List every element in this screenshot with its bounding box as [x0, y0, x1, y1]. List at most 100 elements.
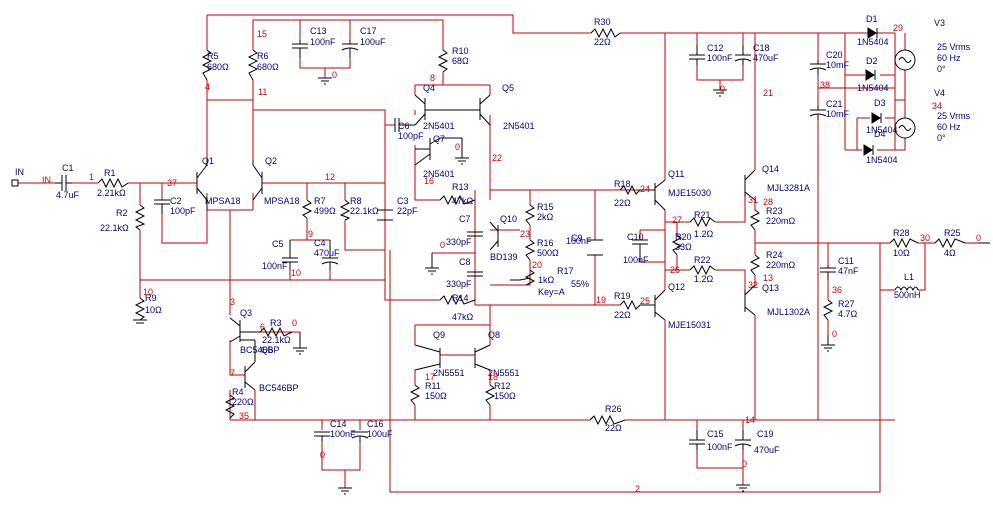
resistor-r15: [524, 204, 536, 226]
net-label: 14: [745, 415, 755, 425]
resistor-r18: [619, 184, 641, 196]
label-c6v: 100pF: [398, 131, 424, 141]
net-label: 6: [260, 322, 265, 332]
label-r5v: 680Ω: [207, 62, 229, 72]
label-r18: R18: [614, 179, 631, 189]
label-q3m: BC546BP: [240, 345, 280, 355]
label-r28: R28: [893, 228, 910, 238]
label-q10m: BD139: [490, 252, 518, 262]
label-r26v: 22Ω: [605, 423, 622, 433]
net-label: 19: [596, 295, 606, 305]
resistor-r16: [524, 239, 536, 261]
net-label: 36: [832, 285, 842, 295]
resistor-r10: [437, 49, 449, 73]
label-q12: Q12: [668, 282, 685, 292]
resistor-r28: [889, 237, 919, 249]
label-r14v: 47kΩ: [452, 312, 474, 322]
resistor-r1: [97, 177, 129, 189]
net-label: 31: [748, 195, 758, 205]
label-q8: Q8: [488, 330, 500, 340]
label-c19v: 470uF: [754, 445, 780, 455]
transistor-q4: [414, 94, 480, 126]
label-r25: R25: [944, 228, 961, 238]
label-c9v: 100nF: [566, 236, 592, 246]
resistor-r20: [671, 234, 683, 256]
net-label: 0: [320, 450, 325, 460]
resistor-r11: [409, 384, 421, 406]
label-r17k: Key=A: [538, 287, 565, 297]
label-r23v: 220mΩ: [766, 216, 796, 226]
label-q9: Q9: [433, 330, 445, 340]
resistor-r19: [619, 299, 641, 311]
label-c14v: 100nF: [330, 429, 356, 439]
label-r20v: 33Ω: [675, 242, 692, 252]
label-q1m: MPSA18: [205, 196, 241, 206]
label-c1v: 4.7uF: [56, 190, 80, 200]
label-l1v: 500nH: [894, 290, 921, 300]
label-q5: Q5: [502, 83, 514, 93]
label-r4v: 220Ω: [232, 397, 254, 407]
label-d4: D4: [874, 129, 886, 139]
net-label: 12: [325, 172, 335, 182]
label-d4v: 1N5404: [866, 155, 898, 165]
label-r1: R1: [104, 168, 116, 178]
label-c11: C11: [838, 256, 854, 266]
label-d3v: 1N5404: [866, 125, 898, 135]
label-r17p: 55%: [571, 279, 589, 289]
net-label: 18: [488, 372, 498, 382]
label-r25v: 4Ω: [944, 248, 956, 258]
label-c17v: 100uF: [360, 37, 386, 47]
net-label: 16: [424, 176, 434, 186]
label-q4: Q4: [423, 83, 435, 93]
label-r2: R2: [116, 208, 128, 218]
label-c21: C21: [826, 99, 843, 109]
net-label: 0: [440, 240, 445, 250]
label-r6: R6: [257, 51, 269, 61]
resistor-r3: [259, 326, 293, 338]
label-d2: D2: [866, 56, 878, 66]
label-in: IN: [15, 167, 24, 177]
label-c18v: 470uF: [753, 53, 779, 63]
label-r8: R8: [350, 196, 362, 206]
label-r20: R20: [675, 232, 692, 242]
resistor-r8: [339, 199, 351, 221]
net-label: 27: [672, 215, 682, 225]
label-c20v: 10mF: [826, 60, 850, 70]
resistor-r6: [247, 49, 259, 81]
label-r3: R3: [270, 318, 282, 328]
net-label: 2: [635, 484, 640, 494]
label-r7v: 499Ω: [314, 206, 336, 216]
label-q13: Q13: [762, 283, 779, 293]
net-label: 11: [258, 87, 267, 97]
net-label: 30: [920, 233, 930, 243]
label-q14: Q14: [762, 164, 779, 174]
label-q1: Q1: [202, 156, 214, 166]
label-r15v: 2kΩ: [537, 212, 554, 222]
label-c12: C12: [707, 43, 724, 53]
components: [11, 27, 990, 495]
label-v3p: 0°: [937, 64, 946, 74]
label-d2v: 1N5404: [857, 83, 889, 93]
resistor-r9: [134, 297, 146, 321]
net-label: 1: [89, 172, 94, 182]
net-label: 13: [763, 273, 773, 283]
potentiometer-r17: [524, 269, 536, 286]
net-label: 32: [748, 280, 758, 290]
transistor-q3: [229, 317, 260, 343]
label-q2m: MPSA18: [264, 196, 300, 206]
label-c3v: 22pF: [397, 206, 418, 216]
label-c1: C1: [62, 163, 74, 173]
net-label: 0: [832, 329, 837, 339]
transistor-q8: [474, 344, 491, 371]
label-c15: C15: [707, 429, 724, 439]
label-r17: R17: [557, 266, 574, 276]
transistor-q12: [640, 289, 666, 321]
resistor-r2: [134, 204, 146, 231]
resistor-r13: [439, 194, 476, 206]
label-q3: Q3: [240, 308, 252, 318]
label-r4: R4: [232, 387, 244, 397]
net-label: 0: [742, 459, 747, 469]
net-label: 21: [763, 88, 773, 98]
label-r24: R24: [766, 250, 783, 260]
resistor-r5: [201, 49, 213, 81]
